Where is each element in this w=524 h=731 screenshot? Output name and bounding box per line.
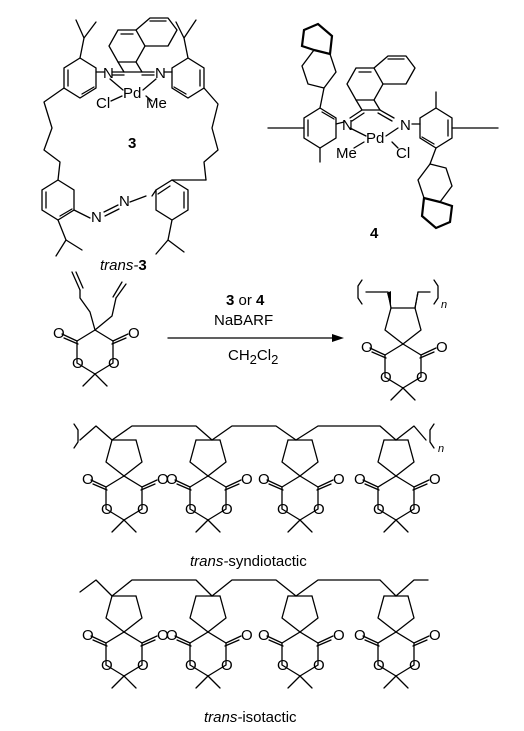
- svg-text:O: O: [137, 657, 149, 674]
- n-atom-left-4: N: [342, 117, 353, 134]
- cl-ligand-3: Cl: [96, 95, 110, 112]
- complex-4-structure: [267, 22, 499, 230]
- reagent-catalyst: 3 or 4: [226, 292, 265, 309]
- svg-text:O: O: [373, 501, 385, 518]
- monomer-o-ring-right: O: [108, 355, 120, 372]
- compound-label-3: 3: [128, 135, 136, 152]
- trans-3-prefix: trans-: [100, 257, 138, 274]
- cl-ligand-4: Cl: [396, 145, 410, 162]
- pd-atom-4: Pd: [366, 130, 384, 147]
- reaction-arrow: [167, 334, 344, 342]
- trans-3-number: 3: [138, 257, 146, 274]
- svg-text:O: O: [409, 501, 421, 518]
- diene-monomer: [61, 271, 129, 387]
- svg-text:O: O: [354, 627, 366, 644]
- solvent-ch2cl2: CH2Cl2: [228, 347, 278, 367]
- svg-text:O: O: [258, 471, 270, 488]
- syndio-subscript-n: n: [438, 443, 444, 455]
- svg-text:O: O: [166, 471, 178, 488]
- svg-text:O: O: [333, 627, 345, 644]
- product-o-ring-left: O: [380, 369, 392, 386]
- reagent-nabarf: NaBARF: [214, 312, 273, 329]
- monomer-o-right: O: [128, 325, 140, 342]
- me-ligand-3: Me: [146, 95, 167, 112]
- svg-text:O: O: [373, 657, 385, 674]
- svg-text:O: O: [185, 657, 197, 674]
- svg-text:O: O: [333, 471, 345, 488]
- svg-text:O: O: [258, 627, 270, 644]
- complex-3-structure: [43, 17, 219, 181]
- svg-text:O: O: [354, 471, 366, 488]
- isotactic-chain: [79, 579, 429, 688]
- isotactic-label: trans-isotactic: [204, 709, 297, 726]
- reagent-or: or: [234, 292, 256, 309]
- svg-text:O: O: [101, 657, 113, 674]
- monomer-o-ring-left: O: [72, 355, 84, 372]
- product-o-ring-right: O: [416, 369, 428, 386]
- azo-n-right: N: [119, 193, 130, 210]
- svg-text:O: O: [277, 501, 289, 518]
- syndiotactic-chain: [73, 423, 435, 532]
- syndio-oxygen-labels: O O O O O O O O O O O O O O O O: [82, 471, 441, 518]
- svg-text:O: O: [101, 501, 113, 518]
- svg-text:O: O: [221, 657, 233, 674]
- trans-3-label: trans-3: [100, 257, 147, 274]
- svg-text:O: O: [241, 471, 253, 488]
- iso-oxygen-labels: O O O O O O O O O O O O O O O O: [82, 627, 441, 674]
- syndiotactic-label: trans-syndiotactic: [190, 553, 307, 570]
- svg-text:O: O: [429, 471, 441, 488]
- reagent-catalyst-4: 4: [256, 292, 265, 309]
- n-atom-right-4: N: [400, 117, 411, 134]
- azo-n-left: N: [91, 209, 102, 226]
- svg-text:O: O: [82, 471, 94, 488]
- n-atom-right-3: N: [155, 65, 166, 82]
- product-subscript-n: n: [441, 299, 447, 311]
- pd-atom-3: Pd: [123, 85, 141, 102]
- svg-text:O: O: [429, 627, 441, 644]
- reagent-catalyst-3: 3: [226, 292, 234, 309]
- svg-text:O: O: [82, 627, 94, 644]
- svg-text:O: O: [241, 627, 253, 644]
- svg-text:O: O: [313, 501, 325, 518]
- svg-text:O: O: [157, 627, 169, 644]
- product-repeat-unit: [357, 279, 439, 400]
- svg-text:O: O: [137, 501, 149, 518]
- trans-3-azobenzene: [41, 179, 207, 257]
- svg-text:O: O: [157, 471, 169, 488]
- svg-text:O: O: [166, 627, 178, 644]
- compound-label-4: 4: [370, 225, 379, 242]
- svg-text:O: O: [409, 657, 421, 674]
- svg-text:O: O: [221, 501, 233, 518]
- n-atom-left-3: N: [103, 65, 114, 82]
- product-o-left: O: [361, 339, 373, 356]
- product-o-right: O: [436, 339, 448, 356]
- svg-text:O: O: [277, 657, 289, 674]
- svg-text:O: O: [313, 657, 325, 674]
- monomer-o-left: O: [53, 325, 65, 342]
- me-ligand-4: Me: [336, 145, 357, 162]
- svg-text:O: O: [185, 501, 197, 518]
